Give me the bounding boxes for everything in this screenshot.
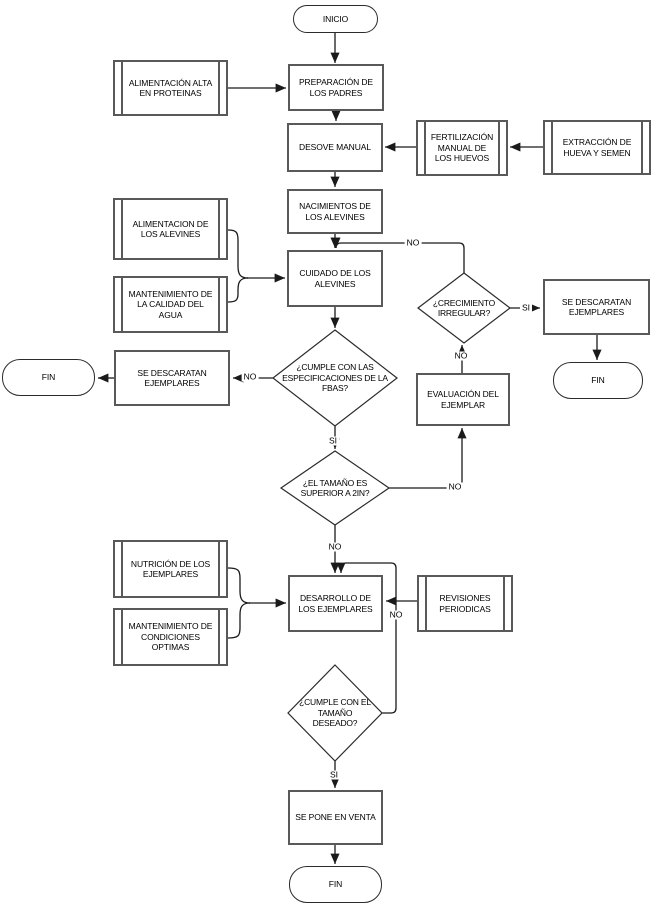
edge-decision2in-evaluacion: [389, 428, 467, 489]
edge-alimentacionalevines-merge: [227, 229, 249, 279]
edge-decisiondeseado-loop-desarrollo: [336, 562, 397, 714]
decision-tamano-deseado: ¿CUMPLE CON EL TAMAÑO DESEADO?: [299, 697, 371, 729]
predef-revisiones-periodicas: REVISIONES PERIODICAS: [417, 575, 513, 632]
decision-tamano-2in-shape: [279, 450, 391, 526]
edge-nutricion-merge: [227, 567, 251, 604]
edge-label-tamano2in-no-bottom: NO: [326, 541, 344, 552]
predef-nutricion-ejemplares: NUTRICIÓN DE LOS EJEMPLARES: [113, 540, 228, 598]
process-desove-manual: DESOVE MANUAL: [287, 123, 383, 172]
decision-fbas-shape: [272, 329, 398, 427]
predef-mantenimiento-condiciones: MANTENIMIENTO DE CONDICIONES OPTIMAS: [113, 608, 228, 666]
terminator-inicio: INICIO: [293, 5, 378, 33]
process-evaluacion-ejemplar: EVALUACIÓN DEL EJEMPLAR: [416, 373, 510, 426]
predef-extraccion-hueva: EXTRACCIÓN DE HUEVA Y SEMEN: [543, 120, 651, 175]
predef-alimentacion-alevines: ALIMENTACION DE LOS ALEVINES: [113, 198, 228, 260]
decision-fbas: ¿CUMPLE CON LAS ESPECIFICACIONES DE LA F…: [282, 362, 388, 394]
decision-tamano-deseado-shape: [287, 664, 383, 762]
edge-label-fbas-no: NO: [241, 371, 259, 382]
terminator-fin-left: FIN: [2, 359, 95, 396]
process-nacimientos-alevines: NACIMIENTOS DE LOS ALEVINES: [287, 189, 383, 234]
process-se-descartan-right: SE DESCARATAN EJEMPLARES: [543, 279, 650, 335]
process-se-pone-venta: SE PONE EN VENTA: [288, 790, 383, 845]
terminator-fin-bottom: FIN: [289, 866, 382, 903]
edge-label-crecimiento-no: NO: [404, 237, 422, 248]
process-preparacion-padres: PREPARACIÓN DE LOS PADRES: [288, 64, 384, 111]
edge-label-tamano2in-no-right: NO: [446, 481, 464, 492]
terminator-fin-right: FIN: [553, 362, 643, 399]
edge-decisioncrecimiento-loop-cuidado: [331, 237, 465, 273]
predef-mantenimiento-agua: MANTENIMIENTO DE LA CALIDAD DEL AGUA: [113, 276, 228, 333]
edge-mantenimientocondiciones-merge: [227, 602, 251, 639]
edge-label-tamanodeseado-si: SI: [327, 769, 341, 780]
predef-alimentacion-alta: ALIMENTACIÓN ALTA EN PROTEINAS: [113, 60, 228, 116]
edge-label-tamanodeseado-no: NO: [387, 609, 405, 620]
decision-crecimiento-shape: [417, 272, 511, 344]
process-desarrollo-ejemplares: DESARROLLO DE LOS EJEMPLARES: [288, 575, 383, 632]
edge-label-fbas-si: SI: [326, 435, 340, 446]
decision-tamano-2in: ¿EL TAMAÑO ES SUPERIOR A 2IN?: [300, 477, 370, 499]
edge-label-crecimiento-si: SI: [519, 302, 533, 313]
process-cuidado-alevines: CUIDADO DE LOS ALEVINES: [287, 250, 383, 307]
edge-label-evaluacion-no: NO: [452, 350, 470, 361]
predef-fertilizacion-huevos: FERTILIZACIÓN MANUAL DE LOS HUEVOS: [416, 120, 508, 176]
decision-crecimiento: ¿CRECIMIENTO IRREGULAR?: [432, 297, 496, 319]
process-se-descartan-left: SE DESCARATAN EJEMPLARES: [114, 350, 230, 406]
edge-mantenimientoagua-merge: [227, 277, 249, 303]
